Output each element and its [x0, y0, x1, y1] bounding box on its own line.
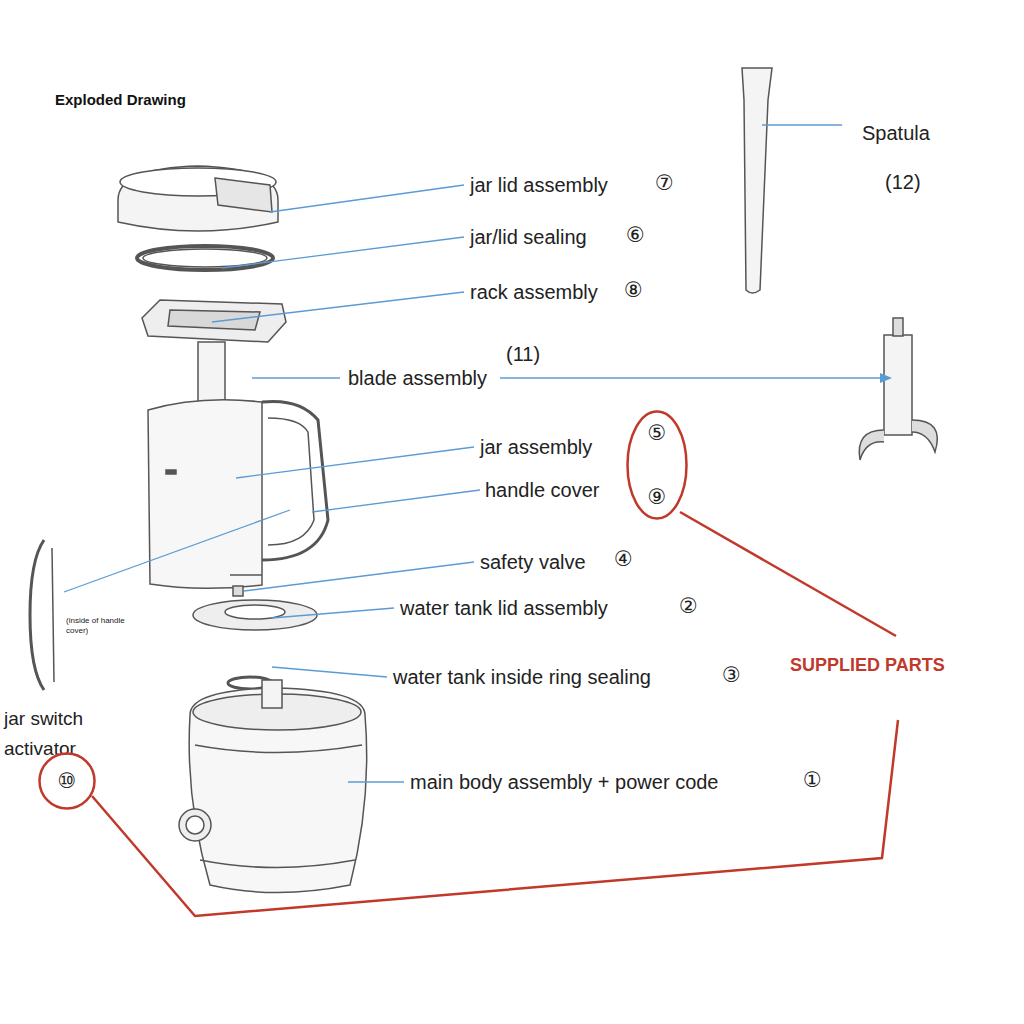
callout-number: ③: [722, 663, 741, 687]
part-name: jar assembly: [480, 435, 592, 459]
note: (inside of handle cover): [66, 616, 128, 636]
callout-ring: ⑩: [38, 752, 96, 810]
group-label: SUPPLIED PARTS: [790, 653, 945, 677]
part-name: handle cover: [485, 478, 600, 502]
part-name: main body assembly + power code: [410, 770, 719, 794]
diagram-title: Exploded Drawing: [55, 88, 186, 112]
part-name: blade assembly: [348, 366, 487, 390]
callout-number: ④: [614, 547, 633, 571]
part-name: Spatula: [862, 121, 930, 145]
callout-number: ⑧: [624, 278, 643, 302]
callout-number: ⑦: [655, 171, 674, 195]
callout-number: ⑩: [38, 768, 96, 794]
part-name: jar lid assembly: [470, 173, 608, 197]
part-name: jar/lid sealing: [470, 225, 587, 249]
callout-number: ⑥: [626, 223, 645, 247]
part-name: (12): [885, 170, 921, 194]
part-name: (11): [506, 342, 540, 366]
callout-ring: ⑤⑨: [626, 410, 688, 520]
callout-number: ②: [679, 594, 698, 618]
callout-number: ①: [803, 768, 822, 792]
callout-number: ⑤: [626, 420, 688, 446]
part-name: safety valve: [480, 550, 586, 574]
part-name: rack assembly: [470, 280, 598, 304]
part-name: water tank lid assembly: [400, 596, 608, 620]
callout-number: ⑨: [626, 484, 688, 510]
part-name: water tank inside ring sealing: [393, 665, 651, 689]
